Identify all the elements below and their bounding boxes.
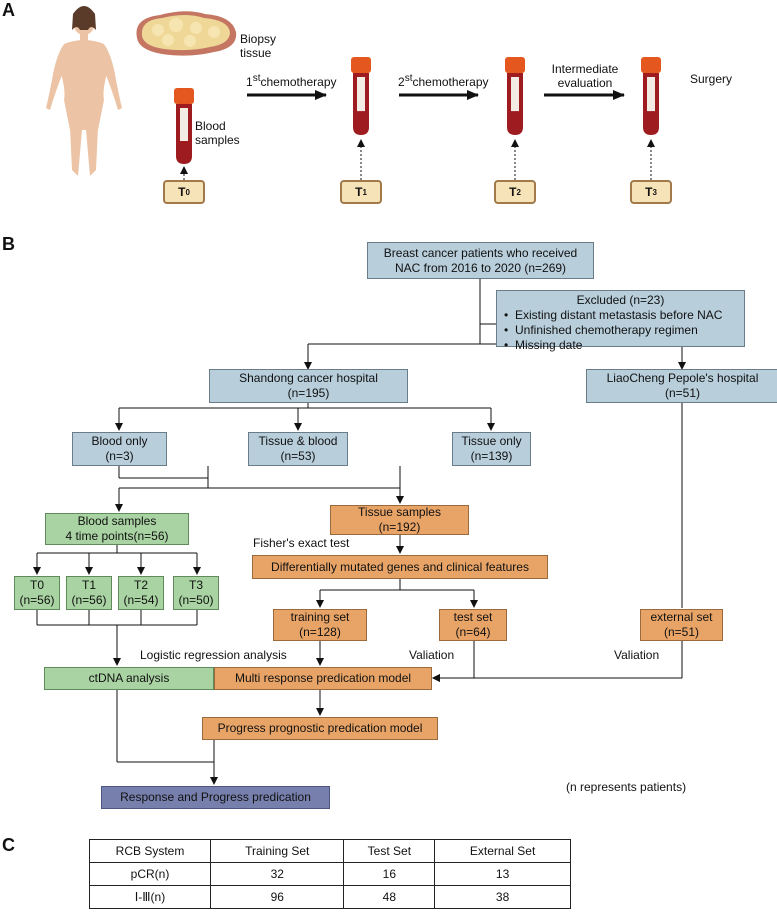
- table-header-cell: RCB System: [89, 839, 211, 863]
- excluded-title: Excluded (n=23): [576, 293, 665, 307]
- table-row: pCR(n) 32 16 13: [89, 862, 571, 886]
- excluded-list: Existing distant metastasis before NAC U…: [503, 308, 722, 353]
- t1-samples-box: T1(n=56): [66, 576, 112, 610]
- biopsy-tissue-icon: [136, 11, 237, 56]
- excluded-box: Excluded (n=23) Existing distant metasta…: [496, 290, 745, 353]
- panel-label-b: B: [2, 234, 15, 254]
- patients-note: (n represents patients): [566, 780, 687, 794]
- table-header-cell: Test Set: [343, 839, 436, 863]
- chemo1-label: 1stchemotherapy: [246, 73, 337, 89]
- table-cell: 38: [434, 885, 571, 909]
- table-header-cell: Training Set: [209, 839, 345, 863]
- table-header-row: RCB System Training Set Test Set Externa…: [89, 839, 571, 863]
- blood-tube-t2-icon: [505, 57, 525, 135]
- final-prediction-box: Response and Progress predication: [101, 786, 330, 809]
- tissue-only-box: Tissue only(n=139): [452, 432, 531, 466]
- excluded-item: Missing date: [504, 338, 722, 353]
- blood-tube-t3-icon: [641, 57, 661, 135]
- tissue-samples-box: Tissue samples(n=192): [330, 505, 469, 535]
- table-cell: 48: [343, 885, 436, 909]
- valiation-external-label: Valiation: [614, 648, 660, 662]
- differential-genes-box: Differentially mutated genes and clinica…: [252, 555, 548, 579]
- blood-tube-t0-icon: [174, 88, 194, 164]
- t3-samples-box: T3(n=50): [173, 576, 219, 610]
- progress-model-box: Progress prognostic predication model: [202, 717, 438, 740]
- panel-label-a: A: [2, 0, 15, 20]
- blood-only-box: Blood only(n=3): [72, 432, 167, 466]
- excluded-item: Unfinished chemotherapy regimen: [504, 323, 722, 338]
- table-cell: 13: [434, 862, 571, 886]
- chemo2-label: 2stchemotherapy: [398, 73, 489, 89]
- training-set-box: training set(n=128): [273, 609, 367, 641]
- table-cell: 32: [209, 862, 345, 886]
- human-figure-icon: [46, 6, 122, 176]
- surgery-label: Surgery: [690, 72, 733, 86]
- biopsy-tissue-label: Biopsy tissue: [240, 32, 277, 60]
- table-row: Ⅰ-Ⅲ(n) 96 48 38: [89, 885, 571, 909]
- table-cell: Ⅰ-Ⅲ(n): [89, 885, 211, 909]
- rcb-table: RCB System Training Set Test Set Externa…: [89, 839, 571, 909]
- t2-samples-box: T2(n=54): [118, 576, 164, 610]
- blood-tube-t1-icon: [351, 57, 371, 135]
- multi-response-model-box: Multi response predication model: [214, 667, 432, 690]
- panel-label-c: C: [2, 835, 15, 855]
- test-set-box: test set(n=64): [439, 609, 507, 641]
- tissue-blood-box: Tissue & blood(n=53): [248, 432, 348, 466]
- blood-samples-label: Blood samples: [195, 119, 240, 147]
- t0-samples-box: T0(n=56): [14, 576, 60, 610]
- liaocheng-hospital-box: LiaoCheng Pepole's hospital(n=51): [586, 369, 777, 403]
- intermediate-evaluation-label: Intermediate evaluation: [551, 62, 619, 90]
- shandong-hospital-box: Shandong cancer hospital(n=195): [209, 369, 408, 403]
- fisher-exact-test-label: Fisher's exact test: [253, 536, 350, 550]
- table-cell: 96: [209, 885, 345, 909]
- table-header-cell: External Set: [434, 839, 571, 863]
- table-cell: 16: [343, 862, 436, 886]
- table-cell: pCR(n): [89, 862, 211, 886]
- excluded-item: Existing distant metastasis before NAC: [504, 308, 722, 323]
- logistic-regression-label: Logistic regression analysis: [140, 648, 287, 662]
- ctdna-analysis-box: ctDNA analysis: [44, 667, 214, 690]
- valiation-test-label: Valiation: [409, 648, 455, 662]
- external-set-box: external set(n=51): [640, 609, 723, 641]
